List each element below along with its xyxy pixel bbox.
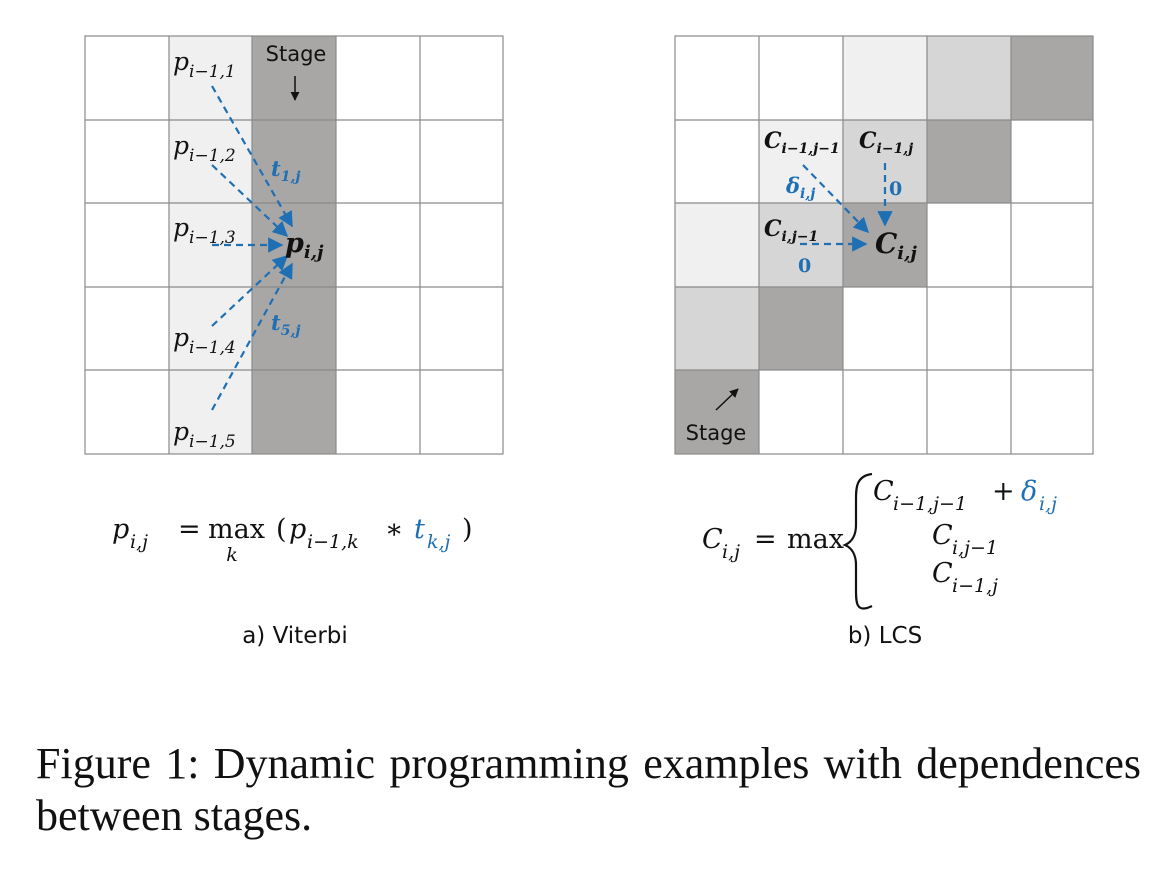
svg-text:C: C <box>873 476 894 507</box>
svg-text:∗: ∗ <box>385 514 403 545</box>
viterbi-row-label-2: pi−1,2 <box>173 131 236 166</box>
svg-text:C: C <box>932 520 953 551</box>
lcs-formula: C i,j = max C i−1,j−1 + δ i,j C i,j−1 C … <box>702 472 1057 610</box>
lcs-cell-fills <box>675 36 1093 454</box>
viterbi-caption: a) Viterbi <box>242 623 348 649</box>
svg-text:i,j: i,j <box>130 531 148 553</box>
lcs-stage-label: Stage <box>686 421 747 445</box>
svg-text:i−1,j−1: i−1,j−1 <box>893 493 967 515</box>
lcs-edge-label-delta: δi,j <box>785 173 815 202</box>
svg-text:p: p <box>112 514 129 545</box>
viterbi-edge-label-t5: t5,j <box>271 310 300 339</box>
lcs-panel: Stage Ci−1,j−1 Ci−1,j Ci,j−1 Ci,j δi,j 0… <box>674 35 1094 649</box>
viterbi-edge-label-t1: t1,j <box>271 156 300 185</box>
viterbi-column-white-5 <box>420 36 503 454</box>
lcs-caption: b) LCS <box>848 623 922 649</box>
svg-text:i−1,k: i−1,k <box>307 531 359 553</box>
lcs-edge-label-zero-vertical: 0 <box>889 178 902 200</box>
svg-text:i,j: i,j <box>722 541 740 563</box>
viterbi-row-label-3: pi−1,3 <box>173 213 236 248</box>
svg-text:k: k <box>226 544 238 566</box>
lcs-cell-label-top: Ci−1,j <box>859 128 913 157</box>
svg-text:(: ( <box>276 514 287 545</box>
svg-text:=: = <box>178 514 201 545</box>
svg-text:i,j−1: i,j−1 <box>952 537 998 559</box>
lcs-stage-arrow <box>715 388 739 411</box>
viterbi-row-label-5: pi−1,5 <box>173 417 236 452</box>
svg-text:+: + <box>992 476 1015 507</box>
viterbi-grid-lines <box>84 35 504 455</box>
lcs-grid-lines <box>674 35 1094 455</box>
lcs-arrow-diagonal <box>802 164 870 234</box>
viterbi-arrow-from-row-2 <box>211 164 289 238</box>
svg-text:k,j: k,j <box>427 531 451 553</box>
figure-caption: Figure 1: Dynamic programming examples w… <box>36 739 1141 840</box>
svg-text:i−1,j: i−1,j <box>952 575 998 597</box>
viterbi-panel: Stage pi−1,1 pi−1,2 pi−1,3 pi−1,4 pi−1,5… <box>84 35 504 649</box>
viterbi-target-cell-label: pi,j <box>285 228 324 263</box>
lcs-dependency-arrows <box>800 163 893 252</box>
viterbi-stage-label: Stage <box>266 42 327 66</box>
svg-text:t: t <box>414 514 425 545</box>
viterbi-arrow-from-row-4 <box>211 254 289 327</box>
lcs-edge-label-zero-horizontal: 0 <box>798 255 811 277</box>
viterbi-row-label-4: pi−1,4 <box>173 323 236 358</box>
svg-text:C: C <box>932 558 953 589</box>
lcs-cell-label-top-left: Ci−1,j−1 <box>764 128 840 157</box>
lcs-formula-brace <box>842 472 873 610</box>
lcs-target-cell-label: Ci,j <box>875 227 917 264</box>
viterbi-column-white-1 <box>85 36 169 454</box>
viterbi-row-label-1: pi−1,1 <box>173 47 236 82</box>
svg-text:p: p <box>289 514 306 545</box>
viterbi-formula: p i,j = max k ( p i−1,k ∗ t k,j ) <box>112 514 473 566</box>
svg-text:): ) <box>462 514 473 545</box>
viterbi-column-white-4 <box>336 36 420 454</box>
svg-text:i,j: i,j <box>1039 493 1057 515</box>
lcs-cell-label-left: Ci,j−1 <box>764 216 818 245</box>
svg-text:δ: δ <box>1021 476 1037 507</box>
svg-text:C: C <box>702 524 723 555</box>
viterbi-arrow-from-row-1 <box>211 85 293 228</box>
svg-text:max: max <box>208 514 265 545</box>
svg-text:max: max <box>787 524 844 555</box>
viterbi-arrow-from-row-5 <box>211 262 293 411</box>
viterbi-dependency-arrows <box>211 85 293 411</box>
svg-text:=: = <box>754 524 777 555</box>
